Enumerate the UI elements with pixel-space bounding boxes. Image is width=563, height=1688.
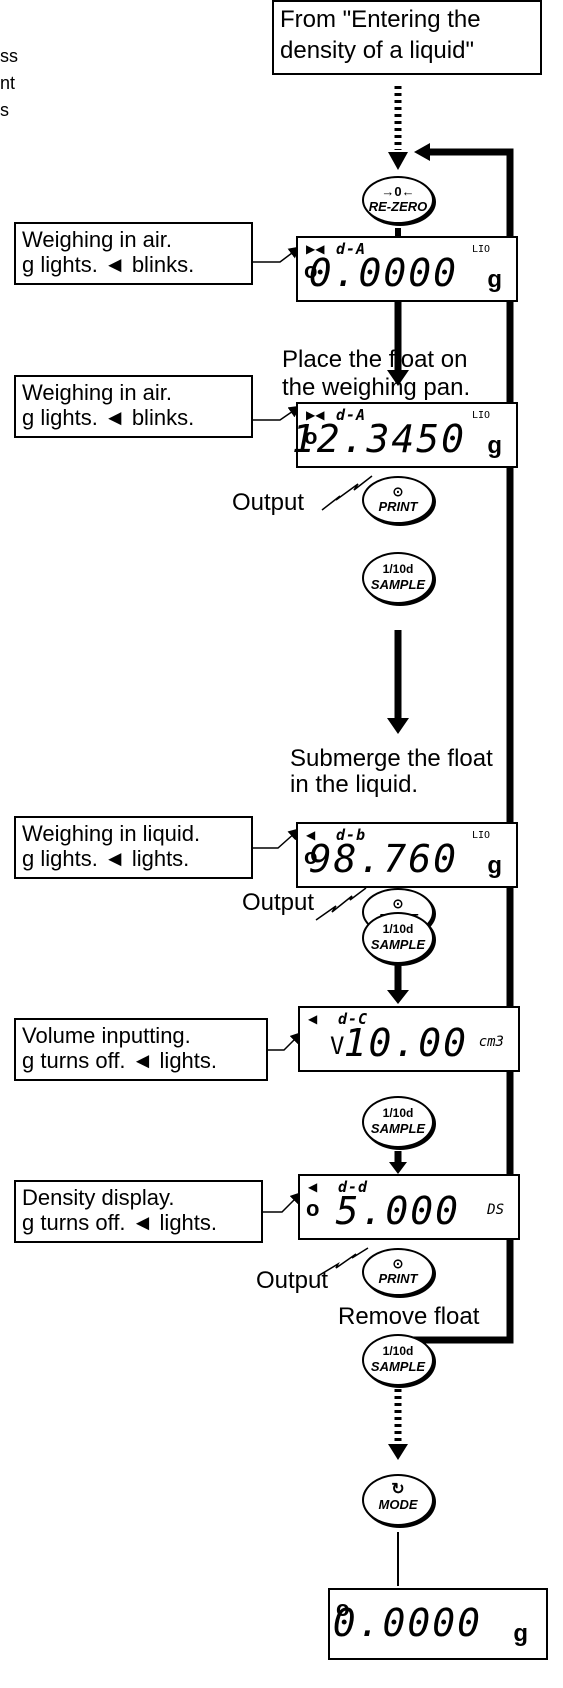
display-unit: g <box>487 852 502 879</box>
note-line: Weighing in liquid. <box>22 821 201 846</box>
note-line: Volume inputting. <box>22 1023 191 1048</box>
sample-label: SAMPLE <box>370 1121 426 1136</box>
balance-display-1: ▶◀ o d-A 0.0000 LIO g <box>296 236 518 302</box>
caption-line: Place the float on <box>282 346 468 373</box>
note-line: g turns off. ◄ lights. <box>22 1210 218 1235</box>
note-line: Density display. <box>22 1185 175 1210</box>
segment-icon: LIO <box>471 244 490 255</box>
note-line: g lights. ◄ blinks. <box>22 252 195 277</box>
arrowhead <box>388 152 408 170</box>
sample-button[interactable]: 1/10d SAMPLE <box>362 552 434 604</box>
rezero-button[interactable]: →0← RE-ZERO <box>362 176 434 224</box>
note-weighing-in-liquid: Weighing in liquid. g lights. ◄ lights. <box>14 816 253 879</box>
stability-mark-icon: o <box>304 258 318 283</box>
stability-mark-icon: o <box>304 424 318 449</box>
display-value: 98.760 <box>308 837 458 881</box>
sample-icon: 1/10d <box>382 562 414 576</box>
sample-icon: 1/10d <box>382 1344 414 1358</box>
display-value: 12.3450 <box>291 417 466 461</box>
sample-button[interactable]: 1/10d SAMPLE <box>362 1096 434 1148</box>
rezero-icon: →0← <box>381 184 415 199</box>
display-unit: g <box>487 432 502 459</box>
display-mode-code: d-C <box>338 1010 369 1028</box>
print-label: PRINT <box>378 1271 418 1286</box>
cut-text-line: nt <box>0 73 16 93</box>
display-unit: cm3 <box>478 1034 504 1050</box>
note-weighing-in-air-1: Weighing in air. g lights. ◄ blinks. <box>14 222 253 285</box>
sample-label: SAMPLE <box>370 937 426 952</box>
indicator-icon: ◀ <box>308 1012 318 1026</box>
cut-text-line: s <box>0 100 9 120</box>
caption-line: in the liquid. <box>290 771 419 798</box>
mode-label: MODE <box>378 1497 418 1512</box>
caption-remove-float: Remove float <box>338 1303 480 1330</box>
display-unit: g <box>487 266 502 293</box>
cut-off-text: ss nt s <box>0 43 18 124</box>
indicator-icon: ◀ <box>308 1180 318 1194</box>
sample-label: SAMPLE <box>370 577 426 592</box>
display-mode-code: d-A <box>336 240 367 258</box>
indicator-icon: ◀ <box>306 828 316 842</box>
volume-symbol-icon: V <box>330 1032 345 1060</box>
balance-display-4: ◀ V d-C 10.00 cm3 <box>298 1006 520 1072</box>
rezero-label: RE-ZERO <box>368 199 428 214</box>
display-value: 10.00 <box>343 1021 468 1065</box>
print-label: PRINT <box>378 499 418 514</box>
balance-display-2: ▶◀ o d-A 12.3450 LIO g <box>292 402 518 468</box>
sample-icon: 1/10d <box>382 922 414 936</box>
mode-button[interactable]: ↻ MODE <box>362 1474 434 1526</box>
note-line: Weighing in air. <box>22 380 173 405</box>
note-line: g lights. ◄ blinks. <box>22 405 195 430</box>
balance-display-3: ◀ o d-b 98.760 LIO g <box>296 822 518 888</box>
caption-output: Output <box>242 889 315 916</box>
balance-display-5: ◀ o d-d 5.000 DS <box>298 1174 520 1240</box>
balance-display-final: o 0.0000 g <box>328 1588 548 1660</box>
display-mode-code: d-A <box>336 406 367 424</box>
display-value: 0.0000 <box>308 251 458 295</box>
stability-mark-icon: o <box>306 1196 320 1221</box>
loop-arrowhead <box>414 143 430 161</box>
caption-line: Submerge the float <box>290 745 493 772</box>
sample-button[interactable]: 1/10d SAMPLE <box>362 1334 434 1386</box>
caption-place-float: Place the float on the weighing pan. <box>282 346 470 402</box>
loop-back-line <box>404 148 514 1344</box>
mode-icon: ↻ <box>391 1481 405 1498</box>
from-box-line-2: density of a liquid" <box>280 37 474 64</box>
cut-text-line: ss <box>0 46 18 66</box>
note-density-display: Density display. g turns off. ◄ lights. <box>14 1180 263 1243</box>
segment-icon: LIO <box>471 410 490 421</box>
note-line: g turns off. ◄ lights. <box>22 1048 218 1073</box>
sample-button[interactable]: 1/10d SAMPLE <box>362 912 434 964</box>
segment-icon: LIO <box>471 830 490 841</box>
print-button[interactable]: ⊙ PRINT <box>362 1248 434 1296</box>
caption-output: Output <box>232 489 305 516</box>
caption-output: Output <box>256 1267 329 1294</box>
print-icon: ⊙ <box>392 896 404 911</box>
display-mode-code: d-b <box>336 826 367 844</box>
print-icon: ⊙ <box>392 484 404 499</box>
print-button[interactable]: ⊙ PRINT <box>362 476 434 524</box>
note-line: g lights. ◄ lights. <box>22 846 190 871</box>
note-weighing-in-air-2: Weighing in air. g lights. ◄ blinks. <box>14 375 253 438</box>
caption-line: the weighing pan. <box>282 374 471 401</box>
display-unit: g <box>513 1620 528 1647</box>
note-volume-inputting: Volume inputting. g turns off. ◄ lights. <box>14 1018 268 1081</box>
stability-mark-icon: o <box>336 1596 350 1621</box>
sample-icon: 1/10d <box>382 1106 414 1120</box>
blink-indicator-icon: ▶◀ <box>306 242 325 256</box>
sample-label: SAMPLE <box>370 1359 426 1374</box>
display-value: 0.0000 <box>332 1601 482 1645</box>
from-box-line-1: From "Entering the <box>280 6 481 33</box>
note-line: Weighing in air. <box>22 227 173 252</box>
caption-submerge-float: Submerge the float in the liquid. <box>290 746 493 798</box>
stability-mark-icon: o <box>304 844 318 869</box>
display-value: 5.000 <box>335 1189 460 1233</box>
print-icon: ⊙ <box>392 1256 404 1271</box>
display-unit: DS <box>487 1202 504 1218</box>
from-entering-density-box: From "Entering the density of a liquid" <box>272 0 542 75</box>
display-mode-code: d-d <box>338 1178 369 1196</box>
blink-indicator-icon: ▶◀ <box>306 408 325 422</box>
